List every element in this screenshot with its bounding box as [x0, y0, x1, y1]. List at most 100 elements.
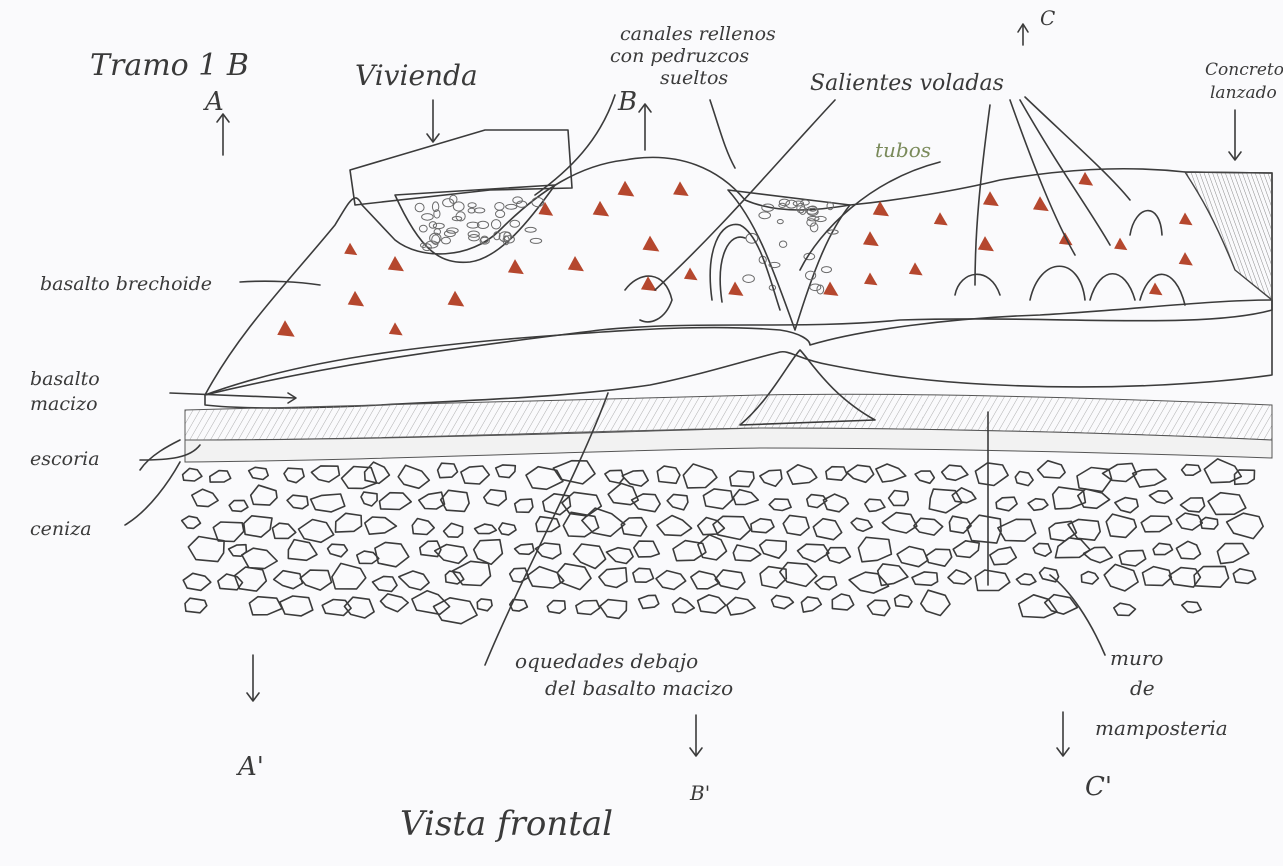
- boulder: [733, 545, 760, 561]
- boulder: [1084, 547, 1113, 562]
- boulder: [547, 601, 565, 614]
- pebble: [453, 202, 464, 211]
- boulder: [1233, 569, 1255, 584]
- pebble: [779, 199, 789, 206]
- canal-relleno-2: [728, 190, 850, 330]
- boulder: [851, 518, 872, 531]
- boulder: [673, 598, 695, 613]
- boulder: [188, 537, 224, 562]
- boulder: [975, 463, 1008, 486]
- boulder: [182, 516, 201, 528]
- boulder: [826, 467, 847, 481]
- boulder: [375, 542, 409, 566]
- pebble: [797, 203, 805, 213]
- boulder: [284, 468, 304, 483]
- boulder: [380, 493, 412, 510]
- pebble: [777, 220, 783, 224]
- clast: [728, 282, 743, 296]
- boulder: [733, 490, 758, 505]
- boulder: [322, 600, 351, 616]
- boulder: [1181, 498, 1205, 512]
- boulder: [1106, 514, 1136, 537]
- pebble: [810, 284, 821, 291]
- boulder: [1033, 543, 1051, 556]
- boulder: [876, 464, 906, 482]
- boulder: [474, 540, 503, 565]
- clast: [388, 256, 404, 271]
- label-escoria: escoria: [30, 448, 100, 470]
- boulder: [621, 518, 646, 536]
- boulder: [510, 599, 528, 611]
- boulder: [1133, 469, 1166, 487]
- boulder: [1081, 572, 1098, 585]
- boulder: [622, 471, 648, 487]
- boulder: [280, 596, 313, 616]
- boulder: [515, 544, 534, 554]
- boulder: [813, 519, 841, 540]
- boulder: [1019, 595, 1057, 618]
- clast: [864, 273, 877, 286]
- saliente-volada-3: [1090, 274, 1135, 300]
- boulder: [299, 520, 334, 543]
- boulder: [1078, 489, 1110, 508]
- pebble: [419, 225, 427, 232]
- pebble: [415, 203, 424, 212]
- pebble: [801, 200, 810, 205]
- boulder: [639, 595, 659, 608]
- boulder: [780, 563, 817, 587]
- clast: [909, 262, 923, 275]
- boulder: [365, 517, 397, 534]
- boulder: [1153, 543, 1172, 554]
- boulder: [373, 576, 398, 591]
- boulder: [1143, 567, 1172, 586]
- boulder: [213, 522, 244, 542]
- boulder: [1028, 499, 1048, 511]
- section-a-prime: A': [236, 752, 264, 782]
- clast: [1033, 196, 1049, 211]
- pebble: [530, 238, 541, 243]
- boulder: [1016, 574, 1036, 585]
- section-c: C: [1040, 6, 1055, 30]
- pebble: [822, 267, 832, 273]
- boulder: [461, 466, 489, 484]
- boulder: [332, 563, 366, 589]
- boulder: [915, 471, 934, 483]
- label-basalto-macizo-1: basalto: [30, 368, 100, 390]
- label-muro-2: de: [1130, 676, 1155, 700]
- clast: [978, 236, 994, 251]
- boulder: [574, 544, 606, 569]
- boulder: [897, 547, 928, 567]
- section-b-prime: B': [689, 781, 710, 805]
- boulder: [452, 561, 490, 585]
- boulder: [1227, 513, 1264, 538]
- boulder: [412, 591, 450, 615]
- boulder: [288, 540, 317, 561]
- boulder: [1204, 459, 1241, 483]
- clast: [344, 243, 357, 255]
- boulder: [996, 497, 1017, 511]
- boulder: [1068, 519, 1100, 540]
- vivienda-roof: [350, 130, 572, 205]
- pebble: [759, 212, 771, 219]
- label-basalto-macizo-2: macizo: [30, 393, 98, 415]
- pebble: [810, 223, 818, 232]
- boulder: [1149, 491, 1172, 504]
- boulder: [715, 570, 745, 590]
- boulder: [438, 463, 458, 478]
- pebble: [468, 203, 476, 208]
- label-canales-3: sueltos: [660, 67, 728, 89]
- title: Tramo 1 B: [90, 48, 249, 83]
- boulder: [328, 544, 348, 557]
- boulder: [1115, 498, 1138, 513]
- boulder: [751, 519, 774, 533]
- pebble: [474, 208, 484, 213]
- boulder: [210, 471, 231, 483]
- boulder: [183, 573, 211, 590]
- boulder: [998, 519, 1036, 541]
- boulder: [832, 594, 853, 610]
- boulder: [698, 595, 726, 613]
- boulder: [921, 590, 950, 615]
- label-ceniza: ceniza: [30, 518, 92, 540]
- basalto-macizo-layer: [205, 300, 1272, 408]
- boulder: [667, 494, 688, 510]
